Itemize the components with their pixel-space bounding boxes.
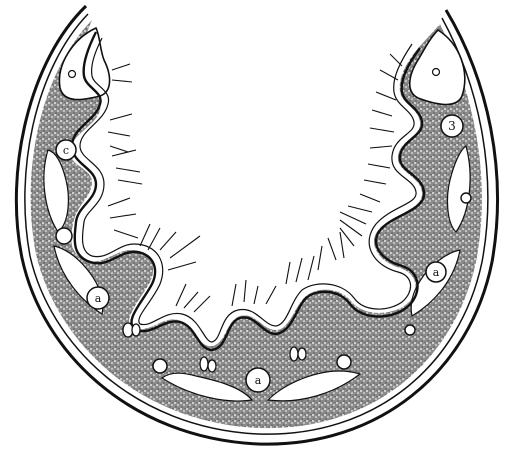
- marker-glyph: a: [255, 374, 262, 387]
- right-horn-lobe: [410, 30, 465, 105]
- marker-glyph: a: [433, 266, 440, 279]
- marker-bottom-center: a: [246, 368, 270, 392]
- marker-right-middle: [461, 193, 471, 203]
- fold-tip: [132, 324, 140, 336]
- fold-tip: [298, 348, 306, 360]
- marker-left-upper: c: [56, 140, 76, 160]
- marker-right-upper: 3: [441, 115, 463, 137]
- fold-tip: [208, 360, 216, 372]
- marker-left-middle: [56, 228, 72, 244]
- marker-left-horn: [69, 71, 76, 78]
- marker-right-small: [405, 325, 415, 335]
- fold-tip: [290, 347, 298, 361]
- marker-glyph: 3: [448, 119, 456, 133]
- marker-glyph: c: [63, 144, 69, 157]
- marker-bottom-right: [337, 355, 351, 369]
- marker-glyph: a: [95, 292, 102, 305]
- marker-bottom-left: [153, 359, 167, 373]
- marker-right-horn: [433, 69, 440, 76]
- marker-left-lower: a: [87, 287, 109, 309]
- fold-tip: [200, 357, 208, 371]
- marker-right-lower: a: [426, 262, 446, 282]
